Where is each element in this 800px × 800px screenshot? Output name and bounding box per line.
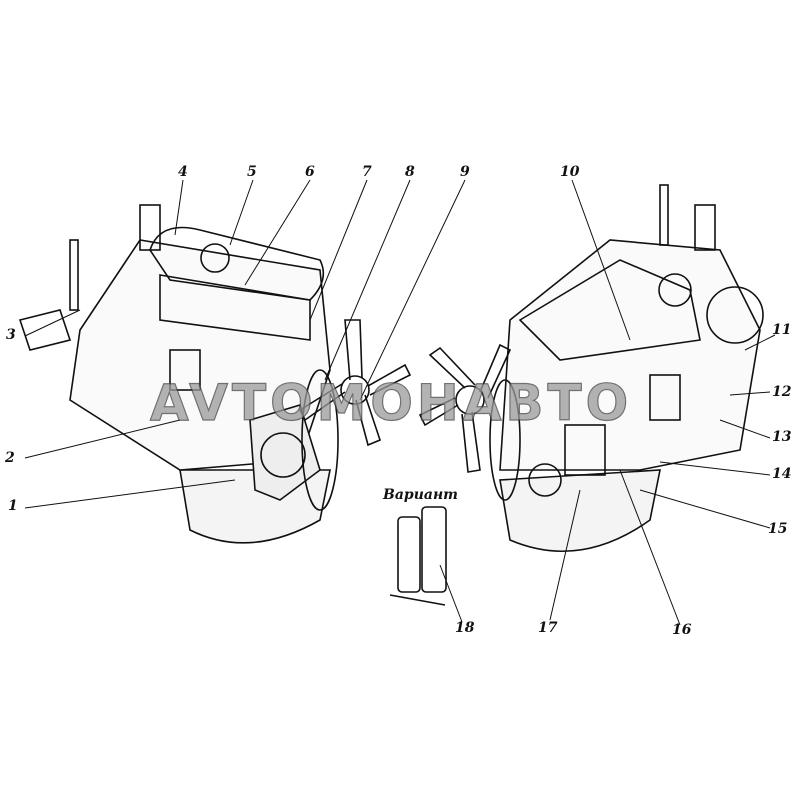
- callout-6: 6: [305, 164, 315, 180]
- callout-18: 18: [455, 620, 475, 636]
- callout-14: 14: [772, 466, 792, 482]
- callout-10: 10: [560, 164, 580, 180]
- callout-15: 15: [768, 521, 788, 537]
- left-fan-icon: [298, 319, 412, 447]
- callout-16: 16: [672, 622, 692, 638]
- callout-12: 12: [772, 384, 792, 400]
- watermark: AVTOMOHABTO: [149, 373, 633, 432]
- callout-3: 3: [6, 327, 16, 343]
- left-engine-drawing: [18, 204, 412, 544]
- right-engine-drawing: [418, 184, 764, 553]
- callout-11: 11: [772, 322, 792, 338]
- callout-2: 2: [5, 450, 15, 466]
- callout-8: 8: [405, 164, 415, 180]
- callout-7: 7: [362, 164, 372, 180]
- variant-label: Вариант: [383, 487, 458, 503]
- callout-4: 4: [178, 164, 188, 180]
- leader-lines: [24, 179, 776, 626]
- callout-1: 1: [8, 498, 18, 514]
- right-fan-icon: [418, 343, 512, 473]
- callout-13: 13: [772, 429, 792, 445]
- callout-17: 17: [538, 620, 558, 636]
- callout-5: 5: [247, 164, 257, 180]
- variant-filter-drawing: [389, 506, 447, 606]
- callout-9: 9: [460, 164, 470, 180]
